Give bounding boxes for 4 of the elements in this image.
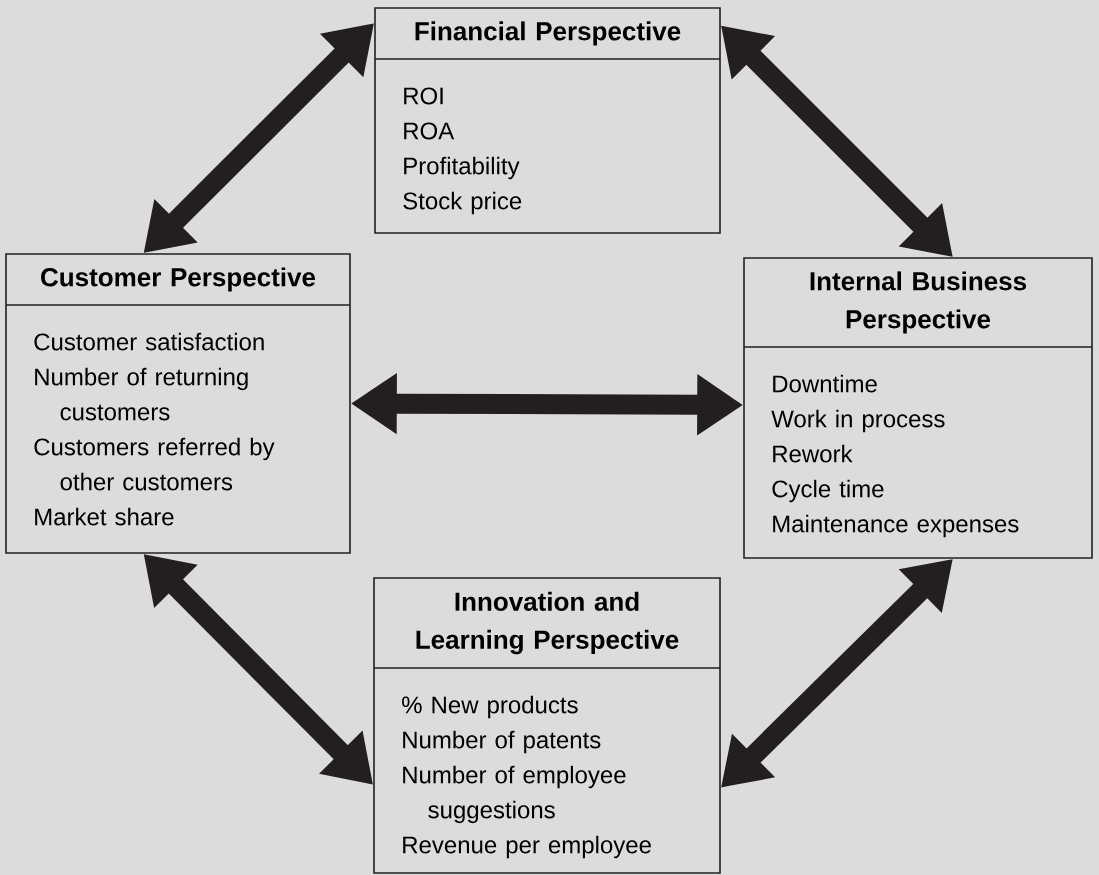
perspective-box: Internal Business Perspective Downtime Work in process Rework Cycle time Maintenance expenses [743, 257, 1093, 559]
perspective-box: Innovation and Learning Perspective % New products Number of patents Number of employee suggestions Revenue per employee [373, 577, 721, 874]
perspective-box: Financial Perspective ROI ROA Profitability Stock price [374, 7, 721, 234]
perspective-box: Customer Perspective Customer satisfaction Number of returning customers Customers referred by other customers Market share [5, 253, 351, 554]
